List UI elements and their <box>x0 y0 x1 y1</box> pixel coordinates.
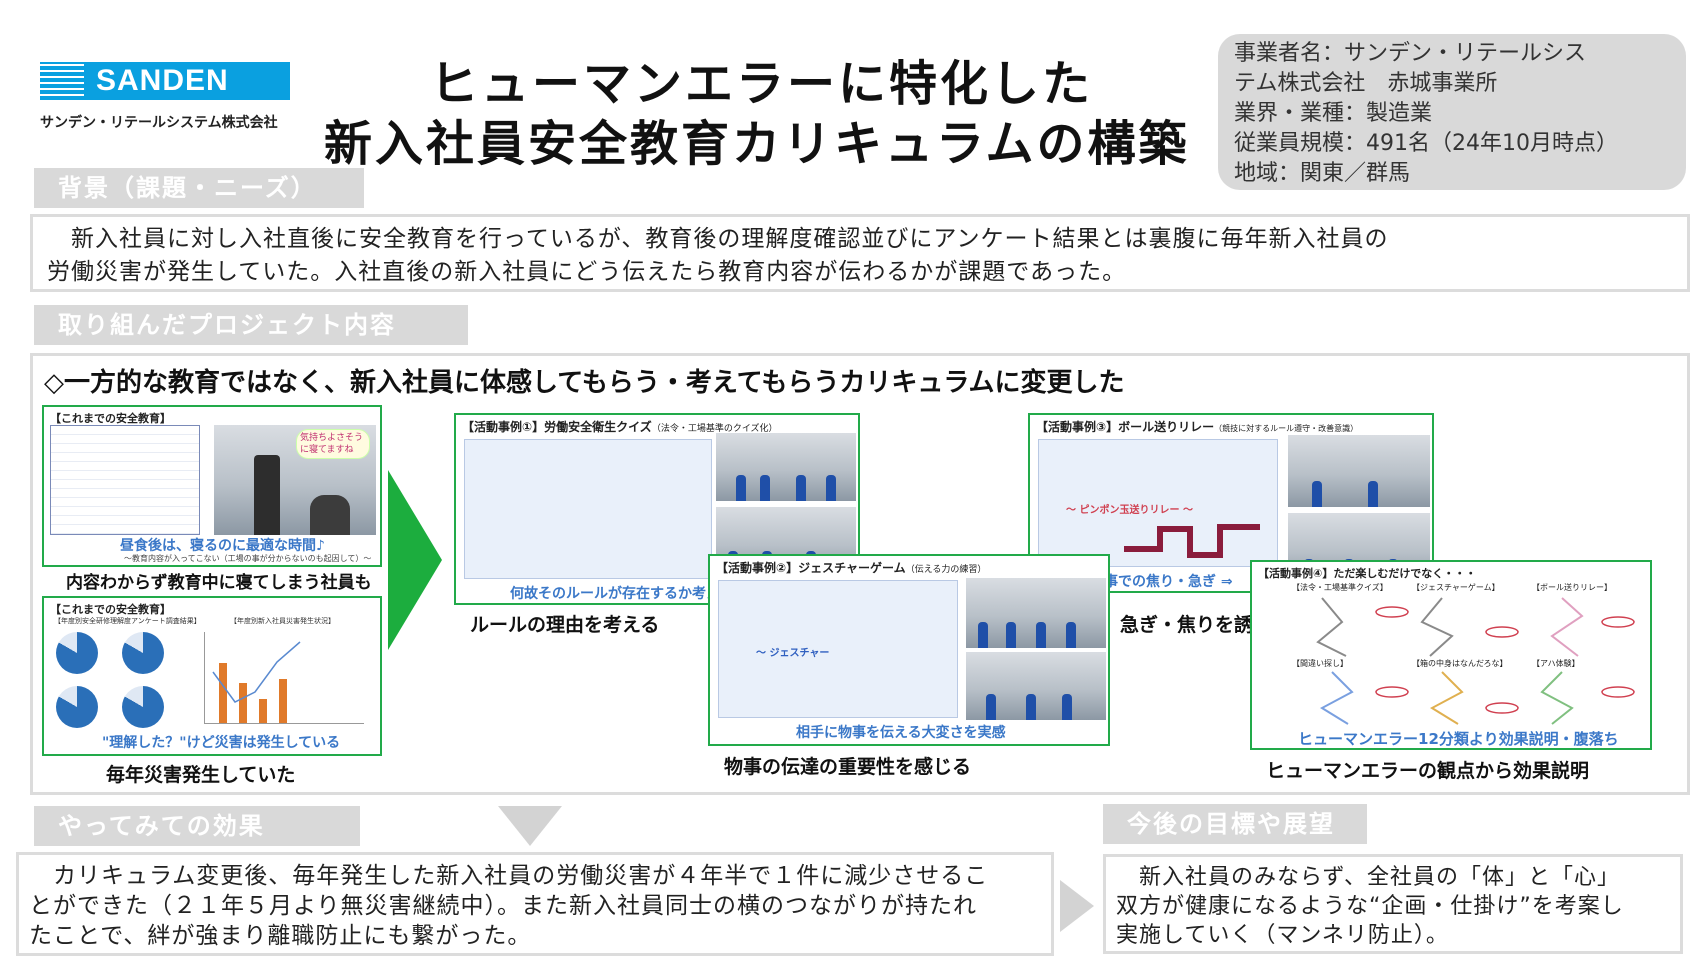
background-heading: 背景（課題・ニーズ） <box>34 168 364 208</box>
info-line: 地域：関東／群馬 <box>1234 161 1411 186</box>
old-education-caption-1: 内容わからず教育中に寝てしまう社員も <box>66 573 372 593</box>
info-line: テム株式会社 赤城事業所 <box>1234 71 1498 96</box>
case-note: （競技に対するルール遵守・改善意識） <box>1214 424 1359 433</box>
case-title: 【活動事例②】ジェスチャーゲーム <box>716 561 906 575</box>
chart-label: 【ジェスチャーゲーム】 <box>1412 583 1500 592</box>
pie-figure <box>122 686 164 728</box>
old-education-panel-1: 【これまでの安全教育】 気持ちよさそうに寝てますね 昼食後は、寝るのに最適な時間… <box>42 405 382 567</box>
background-line: 労働災害が発生していた。入社直後の新入社員にどう伝えたら教育内容が伝わるかが課題… <box>47 259 1127 285</box>
panel-inner-caption: 昼食後は、寝るのに最適な時間♪ <box>120 538 325 554</box>
effect-text-box: カリキュラム変更後、毎年発生した新入社員の労働災害が４年半で１件に減少させるこ … <box>16 852 1054 956</box>
maze-figure <box>1124 524 1260 558</box>
panel-heading: 【活動事例②】ジェスチャーゲーム（伝える力の練習） <box>710 556 1108 579</box>
project-lead: ◇一方的な教育ではなく、新入社員に体感してもらう・考えてもらうカリキュラムに変更… <box>44 368 1125 398</box>
project-heading: 取り組んだプロジェクト内容 <box>34 305 468 345</box>
company-info-box: 事業者名：サンデン・リテールシス テム株式会社 赤城事業所 業界・業種：製造業 … <box>1218 34 1686 190</box>
panel-heading: 【これまでの安全教育】 <box>50 603 171 616</box>
panel-inner-subcaption: ～教育内容が入ってこない（工場の事が分からないのも起因して）～ <box>124 554 372 563</box>
case-note: （法令・工場基準のクイズ化） <box>651 424 778 434</box>
gesture-slide-figure <box>718 580 958 718</box>
page-title-line-2: 新入社員安全教育カリキュラムの構築 <box>324 116 1190 172</box>
quiz-slide-figure <box>464 439 712 579</box>
effect-line: カリキュラム変更後、毎年発生した新入社員の労働災害が４年半で１件に減少させるこ <box>29 863 989 889</box>
panel-inner-caption: "理解した？"けど災害は発生している <box>102 735 341 751</box>
future-heading: 今後の目標や展望 <box>1103 804 1367 844</box>
background-line: 新入社員に対し入社直後に安全教育を行っているが、教育後の理解度確認並びにアンケー… <box>47 226 1389 252</box>
old-education-caption-2: 毎年災害発生していた <box>106 764 296 786</box>
chart-label: 【法令・工場基準クイズ】 <box>1292 583 1388 592</box>
case-4-panel: 【活動事例④】ただ楽しむだけでなく・・・ 【法令・工場基準クイズ】 【ジェスチャ… <box>1250 560 1652 750</box>
bar-figure <box>204 632 364 724</box>
pie-chart-title: 【年度別安全研修理解度アンケート調査結果】 <box>54 617 201 625</box>
future-line: 新入社員のみならず、全社員の「体」と「心」 <box>1116 865 1621 890</box>
speech-bubble: 気持ちよさそうに寝てますね <box>296 429 370 459</box>
chart-label: 【間違い探し】 <box>1292 659 1348 668</box>
chart-label: 【アハ体験】 <box>1532 659 1580 668</box>
gesture-photo <box>966 652 1106 720</box>
trend-line-figure <box>212 641 301 703</box>
panel-inner-caption: 競う事での焦り・急ぎ ⇒ <box>1076 574 1233 590</box>
gesture-photo <box>966 578 1106 648</box>
case-subtitle: ～ ピンポン玉送りリレー ～ <box>1066 505 1193 516</box>
pie-figure <box>122 632 164 674</box>
panel-heading: 【活動事例③】ボール送りリレー（競技に対するルール遵守・改善意識） <box>1030 415 1432 438</box>
panel-inner-caption: 相手に物事を伝える大変さを実感 <box>796 725 1006 741</box>
chart-label: 【ボール送りリレー】 <box>1532 583 1612 592</box>
effect-charts-figure <box>1316 597 1635 725</box>
old-education-panel-2: 【これまでの安全教育】 【年度別安全研修理解度アンケート調査結果】 【年度別新入… <box>42 596 382 756</box>
logo-company-name: サンデン・リテールシステム株式会社 <box>40 115 278 131</box>
pie-figure <box>56 686 98 728</box>
panel-heading: 【活動事例④】ただ楽しむだけでなく・・・ <box>1258 567 1477 580</box>
case-2-caption: 物事の伝達の重要性を感じる <box>724 756 972 778</box>
case-4-caption: ヒューマンエラーの観点から効果説明 <box>1266 760 1590 782</box>
panel-inner-caption: ヒューマンエラー12分類より効果説明・腹落ち <box>1298 730 1619 748</box>
info-line: 業界・業種：製造業 <box>1234 101 1433 126</box>
arrow-right-icon <box>1060 880 1094 932</box>
relay-photo <box>1288 435 1430 507</box>
classroom-photo <box>716 433 856 501</box>
future-text-box: 新入社員のみならず、全社員の「体」と「心」 双方が健康になるような“企画・仕掛け… <box>1103 854 1683 954</box>
page-title-line-1: ヒューマンエラーに特化した <box>430 56 1094 112</box>
arrow-right-icon <box>388 470 442 650</box>
case-title: 【活動事例③】ボール送りリレー <box>1036 420 1215 434</box>
case-2-panel: 【活動事例②】ジェスチャーゲーム（伝える力の練習） ～ ジェスチャー 相手に物事… <box>708 554 1110 746</box>
case-3-panel: 【活動事例③】ボール送りリレー（競技に対するルール遵守・改善意識） ～ ピンポン… <box>1028 413 1434 593</box>
panel-heading: 【活動事例①】労働安全衛生クイズ（法令・工場基準のクイズ化） <box>456 415 858 438</box>
info-line: 従業員規模：491名（24年10月時点） <box>1234 131 1618 156</box>
background-text-box: 新入社員に対し入社直後に安全教育を行っているが、教育後の理解度確認並びにアンケー… <box>30 214 1690 292</box>
logo-brand: SANDEN <box>96 64 229 97</box>
panel-heading: 【これまでの安全教育】 <box>50 412 171 425</box>
case-subtitle: ～ ジェスチャー <box>756 648 830 659</box>
effect-line: たことで、絆が強まり離職防止にも繋がった。 <box>29 923 532 949</box>
info-line: 事業者名：サンデン・リテールシス <box>1234 41 1587 66</box>
future-line: 双方が健康になるような“企画・仕掛け”を考案し <box>1116 894 1624 919</box>
case-title: 【活動事例①】労働安全衛生クイズ <box>462 420 652 434</box>
logo-mark-icon <box>40 62 84 100</box>
future-line: 実施していく（マンネリ防止）。 <box>1116 923 1449 948</box>
case-1-caption: ルールの理由を考える <box>470 614 660 636</box>
arrow-down-icon <box>498 806 562 846</box>
schedule-table-figure <box>50 425 200 535</box>
case-note: （伝える力の練習） <box>905 565 987 575</box>
panel-inner-caption: 何故そのルールが存在するか考える <box>510 586 734 602</box>
sleeping-trainee-photo <box>214 425 376 535</box>
effect-heading: やってみての効果 <box>34 806 360 846</box>
pie-figure <box>56 632 98 674</box>
bar-chart-title: 【年度別新入社員災害発生状況】 <box>230 617 335 625</box>
effect-line: とができた（２１年５月より無災害継続中）。また新入社員同士の横のつながりが持たれ <box>29 893 978 919</box>
chart-label: 【箱の中身はなんだろな】 <box>1412 659 1508 668</box>
case-1-panel: 【活動事例①】労働安全衛生クイズ（法令・工場基準のクイズ化） 何故そのルールが存… <box>454 413 860 605</box>
